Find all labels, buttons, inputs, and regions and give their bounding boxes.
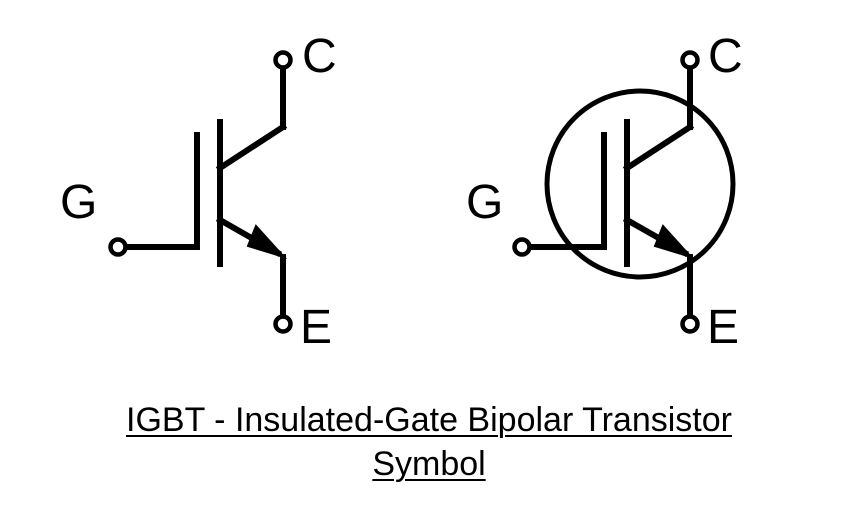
gate-label: G: [466, 176, 503, 229]
collector-label: C: [302, 30, 337, 83]
caption-subtitle: Symbol: [372, 445, 486, 483]
igbt-symbol-circled: C G E: [466, 30, 743, 354]
collector-diagonal: [622, 122, 695, 173]
caption-title: IGBT - Insulated-Gate Bipolar Transistor: [126, 401, 732, 439]
emitter-label: E: [300, 301, 332, 354]
emitter-label: E: [707, 301, 739, 354]
igbt-symbol-plain: C G E: [60, 30, 337, 354]
gate-terminal: [108, 237, 128, 257]
emitter-arrow: [653, 224, 695, 260]
collector-label: C: [708, 30, 743, 83]
igbt-diagram: C G E C G E: [60, 30, 743, 354]
collector-terminal: [273, 50, 293, 70]
gate-label: G: [60, 176, 97, 229]
emitter-terminal: [680, 314, 700, 334]
envelope-circle: [544, 88, 736, 280]
diagram-caption: IGBT - Insulated-Gate Bipolar Transistor…: [0, 398, 858, 486]
emitter-arrow: [246, 224, 288, 260]
collector-diagonal: [215, 122, 288, 173]
collector-terminal: [680, 50, 700, 70]
emitter-terminal: [273, 314, 293, 334]
gate-terminal: [512, 237, 532, 257]
